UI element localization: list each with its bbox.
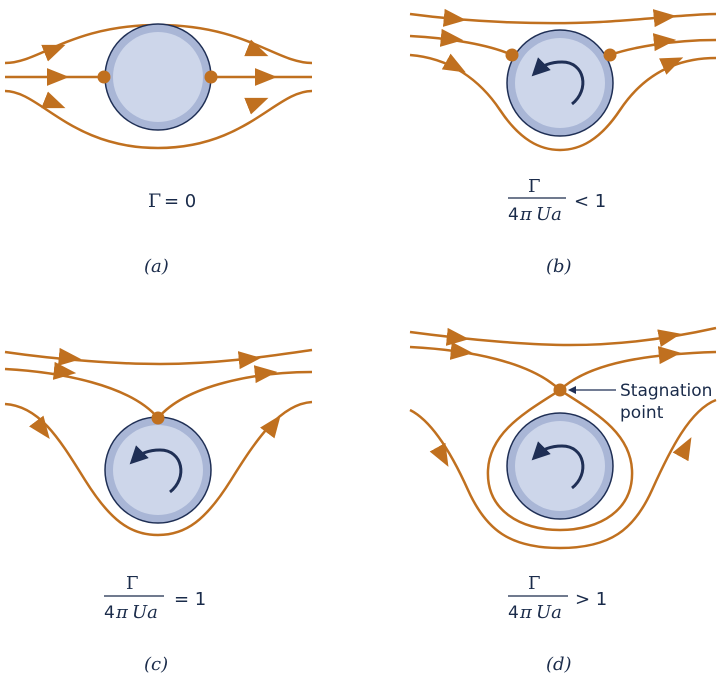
panel-d: Stagnation point Γ 4 π Ua > 1 (d)	[409, 326, 717, 675]
relation-c: = 1	[174, 589, 206, 610]
denominator-pi-b: π	[519, 204, 533, 225]
arrow-c4	[253, 365, 278, 384]
arrow-d4	[657, 346, 682, 365]
caption-a: (a)	[144, 256, 169, 277]
arrow-d2	[657, 329, 682, 348]
caption-c: (c)	[144, 654, 168, 675]
relation-d: > 1	[575, 589, 607, 610]
stagnation-dot-b-left	[505, 48, 519, 62]
denominator-vars-c: Ua	[132, 602, 158, 623]
denominator-num-d: 4	[508, 603, 519, 623]
arrow-c1	[57, 347, 82, 366]
arrow-c6	[260, 415, 281, 439]
arrow-d5	[429, 442, 449, 467]
streamline-c-top2	[4, 367, 313, 420]
cylinder-c-inner	[113, 425, 203, 515]
arrow-c5	[29, 415, 50, 439]
denominator-num-c: 4	[104, 603, 115, 623]
streamline-a-bottom	[4, 89, 313, 150]
arrow-d1	[445, 327, 470, 346]
streamline-d-bottom	[409, 398, 717, 550]
streamline-b-bottom	[409, 53, 717, 152]
stagnation-dot-c	[151, 411, 165, 425]
stagnation-label-line2: point	[620, 403, 664, 423]
arrow-a2	[244, 39, 269, 57]
stagnation-dot-d	[553, 383, 567, 397]
arrow-b3	[439, 28, 464, 47]
denominator-pi-c: π	[115, 602, 129, 623]
relation-a: = 0	[164, 191, 196, 212]
streamline-c-top1	[4, 348, 313, 366]
caption-b: (b)	[546, 256, 572, 277]
closed-streamline-d	[486, 388, 634, 532]
relation-b: < 1	[574, 191, 606, 212]
streamline-c-bottom	[4, 400, 313, 537]
stagnation-leader-head	[568, 386, 576, 394]
arrow-a5	[41, 91, 66, 109]
streamline-b-top1	[409, 12, 717, 25]
gamma-a: Γ	[148, 190, 161, 212]
numerator-c: Γ	[126, 573, 139, 594]
arrow-d6	[672, 437, 692, 462]
rotation-arrow-d	[531, 441, 585, 490]
arrow-b1	[442, 8, 467, 27]
numerator-b: Γ	[528, 176, 541, 197]
panel-a: Γ = 0 (a)	[4, 23, 313, 277]
denominator-vars-b: Ua	[536, 204, 562, 225]
denominator-num-b: 4	[508, 205, 519, 225]
stagnation-label-line1: Stagnation	[620, 381, 712, 401]
arrow-b6	[659, 57, 684, 75]
arrow-d3	[449, 341, 474, 360]
arrow-b2	[652, 9, 677, 28]
cylinder-a-inner	[113, 32, 203, 122]
caption-d: (d)	[546, 654, 572, 675]
denominator-vars-d: Ua	[536, 602, 562, 623]
arrow-c2	[237, 351, 262, 370]
panel-b: Γ 4 π Ua < 1 (b)	[409, 8, 717, 277]
panel-c: Γ 4 π Ua = 1 (c)	[4, 347, 313, 675]
stagnation-dot-b-right	[603, 48, 617, 62]
stagnation-dot-a-left	[97, 70, 111, 84]
denominator-pi-d: π	[519, 602, 533, 623]
arrow-b4	[652, 33, 677, 52]
cylinder-b-inner	[515, 38, 605, 128]
arrow-b5	[441, 53, 466, 73]
arrow-a6	[244, 97, 269, 115]
rotation-arrow-b	[531, 57, 585, 106]
stagnation-dot-a-right	[204, 70, 218, 84]
cylinder-d-inner	[515, 421, 605, 511]
arrow-c3	[52, 361, 77, 380]
numerator-d: Γ	[528, 573, 541, 594]
arrow-a1	[41, 44, 66, 62]
rotation-arrow-c	[129, 445, 183, 494]
